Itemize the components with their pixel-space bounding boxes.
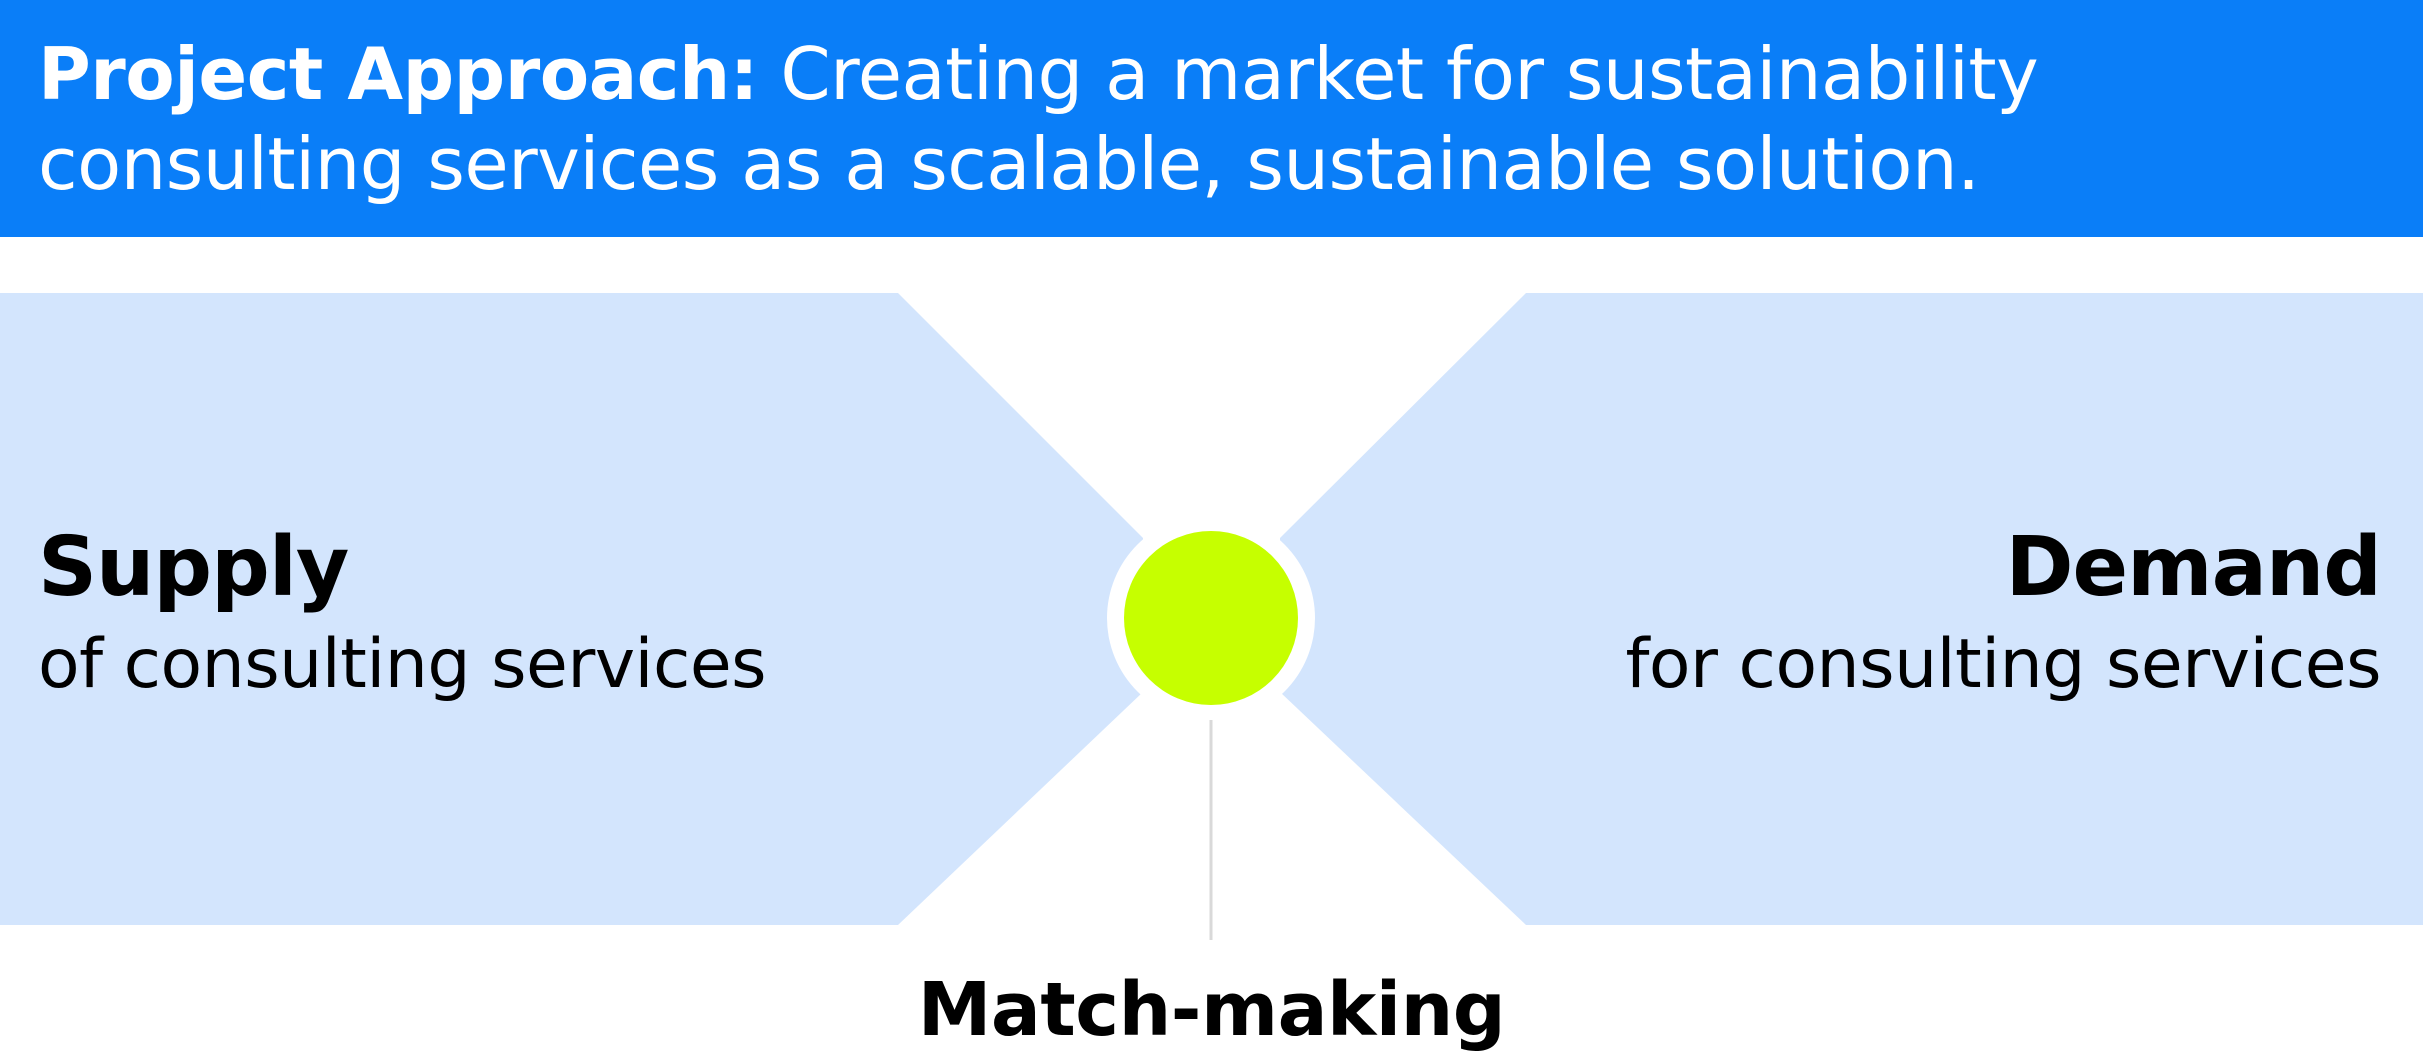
demand-panel [1280,293,2423,925]
demand-title: Demand [2005,520,2382,615]
supply-panel [0,293,1143,925]
header-line-2: consulting services as a scalable, susta… [38,122,1980,206]
header-line-1-text: Creating a market for sustainability [758,32,2039,116]
header-banner: Project Approach: Creating a market for … [0,0,2423,237]
header-line-1: Project Approach: Creating a market for … [38,29,2423,119]
supply-subtitle: of consulting services [38,625,767,704]
center-node [1124,531,1298,705]
supply-title: Supply [38,520,349,615]
header-lead: Project Approach: [38,32,759,116]
center-label: Match-making [917,967,1506,1053]
demand-subtitle: for consulting services [1625,625,2381,704]
